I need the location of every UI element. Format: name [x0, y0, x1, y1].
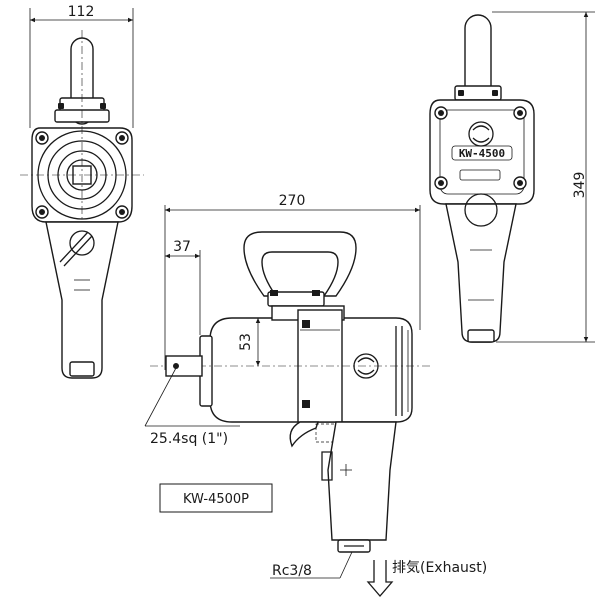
- side-grip: [327, 421, 397, 541]
- trigger: [289, 421, 319, 448]
- side-view: 270 37 53: [150, 193, 430, 553]
- rear-grip: [445, 203, 517, 343]
- exhaust-callout: 排気(Exhaust): [366, 560, 487, 597]
- front-bolt-icons: [35, 131, 129, 219]
- air-inlet-callout: Rc3/8: [270, 551, 353, 579]
- front-width-dimension: 112: [68, 4, 95, 20]
- model-label: KW-4500P: [183, 492, 249, 507]
- side-length-dimension: 270: [279, 193, 306, 209]
- exhaust-label: 排気(Exhaust): [392, 560, 487, 576]
- center-height-dimension: 53: [238, 333, 254, 351]
- model-label-box: KW-4500P: [159, 483, 273, 513]
- air-inlet-label: Rc3/8: [272, 563, 312, 579]
- front-grip: [45, 221, 119, 379]
- side-top-handle: [243, 231, 357, 297]
- square-drive-label: 25.4sq (1"): [150, 431, 228, 447]
- exhaust-arrow-icon: [366, 560, 394, 597]
- anvil-offset-dimension: 37: [173, 239, 191, 255]
- side-square-drive: [165, 355, 203, 377]
- rear-height-dimension: 349: [572, 172, 588, 199]
- rear-housing: [429, 99, 535, 205]
- square-drive-callout: 25.4sq (1"): [144, 367, 240, 447]
- tool-model-marking: KW-4500: [459, 147, 505, 160]
- rear-view: KW-4500 349: [429, 11, 595, 343]
- front-view: 112: [20, 4, 144, 379]
- rear-bolt-icons: [434, 106, 527, 190]
